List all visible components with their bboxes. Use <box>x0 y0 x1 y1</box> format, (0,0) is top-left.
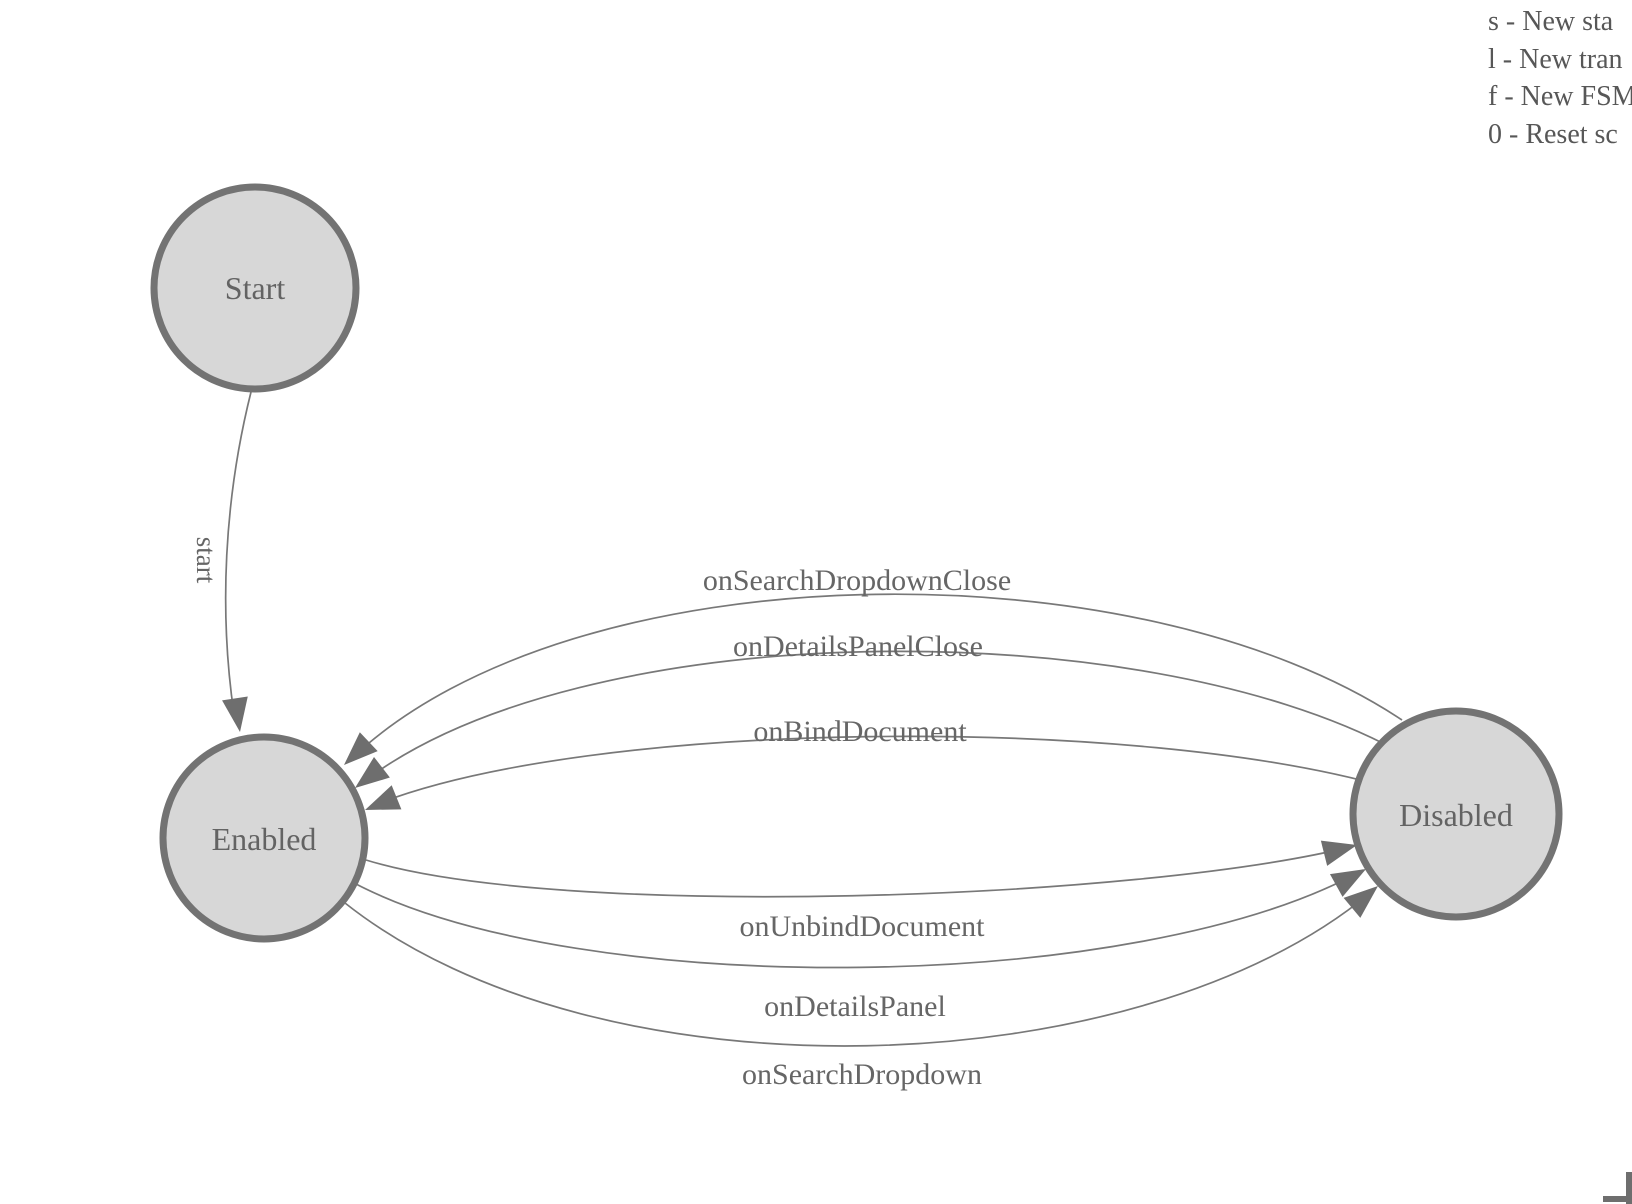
arrowhead-enabled-to-disabled-2 <box>1329 869 1366 897</box>
node-enabled-label: Enabled <box>212 821 317 857</box>
canvas-corner-marker <box>1603 1172 1632 1204</box>
edge-start-to-enabled[interactable] <box>224 391 252 715</box>
edges-layer: start onSearchDropdownClose onDetailsPan… <box>191 391 1403 1091</box>
edge-label-onUnbindDocument: onUnbindDocument <box>740 910 986 943</box>
arrowhead-start-to-enabled <box>222 696 248 732</box>
node-enabled[interactable]: Enabled <box>159 733 369 943</box>
edge-enabled-to-disabled-2[interactable] <box>355 869 1364 969</box>
arrowhead-disabled-to-enabled-3 <box>365 785 402 810</box>
arrowhead-disabled-to-enabled-2 <box>355 756 390 788</box>
node-disabled-label: Disabled <box>1399 797 1513 833</box>
arrowhead-enabled-to-disabled-1 <box>1320 840 1357 866</box>
legend-line-new-transition: l - New tran <box>1488 44 1623 75</box>
legend-line-reset-scale: 0 - Reset sc <box>1488 119 1618 150</box>
legend-line-new-fsm: f - New FSM <box>1488 81 1632 112</box>
node-enabled-circle[interactable] <box>159 733 369 943</box>
edge-enabled-to-disabled-3[interactable] <box>344 892 1371 1047</box>
edge-label-onDetailsPanel: onDetailsPanel <box>764 990 946 1023</box>
edge-label-onSearchDropdownClose: onSearchDropdownClose <box>703 564 1011 597</box>
arrowhead-enabled-to-disabled-3 <box>1343 886 1378 918</box>
node-start-circle[interactable] <box>150 183 360 393</box>
edge-disabled-to-enabled-3[interactable] <box>371 735 1391 807</box>
node-disabled[interactable]: Disabled <box>1349 707 1563 921</box>
edge-enabled-to-disabled-1[interactable] <box>365 845 1355 898</box>
edge-disabled-to-enabled-2[interactable] <box>361 650 1397 784</box>
edge-label-start: start <box>191 537 221 584</box>
shortcut-legend: s - New sta l - New tran f - New FSM 0 -… <box>1488 6 1632 150</box>
node-disabled-circle[interactable] <box>1349 707 1563 921</box>
node-start-label: Start <box>225 270 286 306</box>
arrowhead-disabled-to-enabled-1 <box>344 732 378 765</box>
legend-line-new-state: s - New sta <box>1488 6 1614 37</box>
edge-label-onSearchDropdown: onSearchDropdown <box>742 1058 982 1091</box>
edge-label-onDetailsPanelClose: onDetailsPanelClose <box>733 630 983 663</box>
edge-disabled-to-enabled-1[interactable] <box>351 593 1403 759</box>
corner-marker-horizontal-bar <box>1603 1196 1632 1202</box>
node-start[interactable]: Start <box>150 183 360 393</box>
nodes-layer: Start Enabled Disabled <box>150 183 1563 943</box>
corner-marker-vertical-bar <box>1626 1172 1632 1204</box>
edge-label-onBindDocument: onBindDocument <box>753 715 967 748</box>
